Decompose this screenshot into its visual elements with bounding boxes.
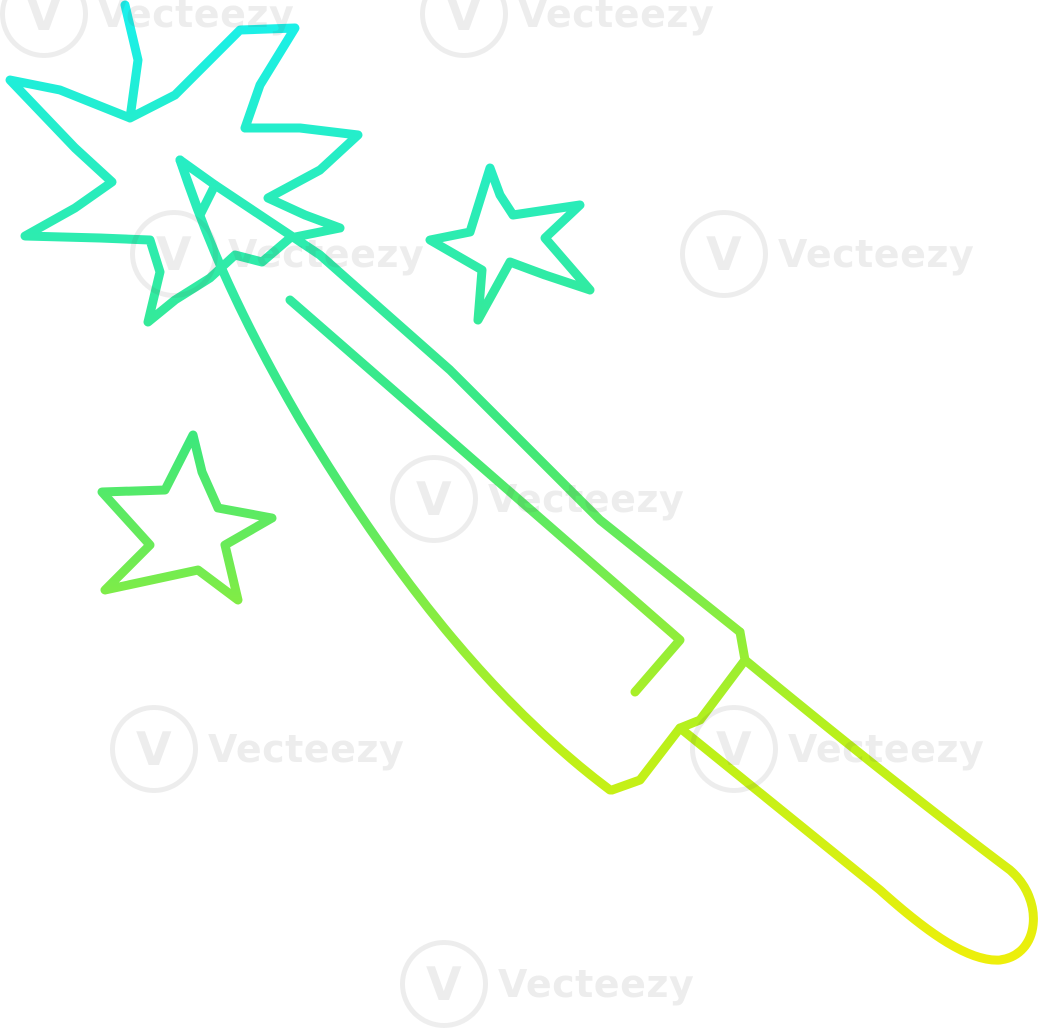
knife-guard: [607, 627, 750, 795]
knife-handle: [675, 655, 1038, 965]
blade-lower-edge: [175, 155, 615, 795]
burst-shape: [5, 0, 363, 327]
sparkle-star-lower: [97, 430, 277, 605]
blade-tip: [175, 155, 220, 220]
knife-illustration: [5, 0, 1038, 965]
sparkle-star-upper: [425, 163, 595, 325]
blade-fuller-line: [285, 295, 685, 697]
blade-upper-edge: [175, 155, 745, 637]
